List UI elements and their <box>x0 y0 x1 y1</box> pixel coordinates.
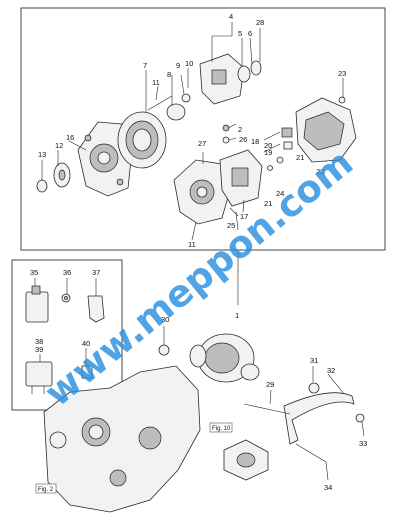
callout-17: 18 <box>251 137 259 146</box>
callout-labels-extra: 2 21 11 <box>188 125 272 249</box>
callout-25: 25 <box>227 221 235 230</box>
rotor-icon <box>147 93 191 121</box>
callout-9: 10 <box>185 59 193 68</box>
relay-icon <box>25 285 49 323</box>
callout-2-text: 2 <box>238 125 242 134</box>
callout-29: 29 <box>266 380 274 389</box>
rear-cover-icon <box>295 96 357 163</box>
callout-32: 32 <box>327 366 335 375</box>
regulator-icon <box>219 149 263 207</box>
fig-10-ref: Fig. 10 <box>212 426 231 432</box>
callout-28: 28 <box>256 18 264 27</box>
callout-7: 8 <box>167 70 171 79</box>
callout-11-text: 11 <box>188 240 196 249</box>
callout-36: 36 <box>63 268 71 277</box>
timing-gear-case-icon <box>43 365 201 513</box>
long-bolt-icon <box>243 403 365 463</box>
figure-references: Fig. 10 Fig. 2 <box>35 422 233 494</box>
callout-20: 21 <box>296 153 304 162</box>
callout-19: 20 <box>264 141 272 150</box>
callout-16: 17 <box>240 212 248 221</box>
rectifier-icon <box>199 53 262 105</box>
terminal-icon <box>267 127 293 171</box>
callout-10: 11 <box>152 78 160 87</box>
callout-37: 37 <box>92 268 100 277</box>
leader-lines <box>34 22 365 481</box>
callout-labels: 4 28 5 6 7 9 10 8 11 23 16 12 13 1 1 26 … <box>30 12 367 492</box>
callout-40: 40 <box>82 339 90 348</box>
callout-33: 33 <box>359 439 367 448</box>
callout-6: 7 <box>143 61 147 70</box>
callout-22: 22 <box>316 167 324 176</box>
fig10-part-icon <box>223 439 269 481</box>
callout-39: 39 <box>35 345 43 354</box>
stator-icon <box>117 111 167 169</box>
rear-housing-icon <box>173 159 231 225</box>
callout-30: 30 <box>161 315 169 324</box>
washer-icon <box>61 293 71 303</box>
relay-small-icon <box>25 361 53 394</box>
callout-13: 13 <box>38 150 46 159</box>
nut-icon <box>81 365 93 379</box>
bracket-icon <box>87 295 105 323</box>
callout-26: 26 <box>239 135 247 144</box>
alternator-exploded-frame <box>20 7 386 251</box>
callout-8: 9 <box>176 61 180 70</box>
callout-4: 5 <box>238 29 242 38</box>
alternator-assembly-icon <box>158 333 260 383</box>
callout-1: 1 <box>235 311 239 320</box>
pulley-icon <box>36 162 71 193</box>
bolt-icon <box>202 124 239 217</box>
callout-21-text: 21 <box>264 199 272 208</box>
callout-38: 38 <box>35 337 43 346</box>
callout-34: 34 <box>324 483 332 492</box>
callout-5: 6 <box>248 29 252 38</box>
callout-27: 27 <box>198 139 206 148</box>
fig-2-ref: Fig. 2 <box>38 487 54 493</box>
callout-24: 24 <box>276 189 284 198</box>
callout-31: 31 <box>310 356 318 365</box>
callout-14: 16 <box>66 133 74 142</box>
callout-35: 35 <box>30 268 38 277</box>
callout-23: 23 <box>338 69 346 78</box>
callout-3: 4 <box>229 12 233 21</box>
callout-12: 12 <box>55 141 63 150</box>
callout-18: 19 <box>264 148 272 157</box>
adjust-bracket-icon <box>283 382 355 445</box>
